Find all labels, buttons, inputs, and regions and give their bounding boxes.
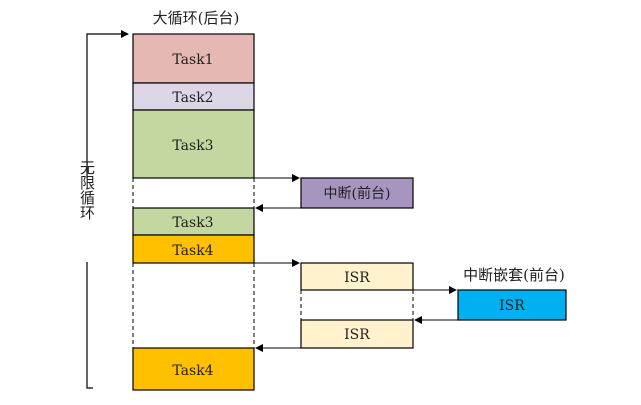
- task4-resume-block: [132, 347, 255, 391]
- task3-label: Task3: [172, 138, 213, 154]
- task3-resume-label: Task3: [172, 215, 213, 231]
- task4-label: Task4: [172, 243, 213, 259]
- task3-resume-block: [132, 207, 255, 236]
- infinite-loop-label: 无限循环: [78, 160, 96, 220]
- flow-arrows: [254, 174, 458, 352]
- nested-interrupt-label: 中断嵌套(前台): [463, 266, 565, 284]
- interrupt-block: [300, 177, 414, 209]
- task1-label: Task1: [172, 52, 213, 68]
- isr-label-1: ISR: [344, 270, 370, 286]
- task3-block: [132, 109, 255, 179]
- task1-block: [132, 33, 255, 84]
- task4-block: [132, 234, 255, 264]
- nested-isr-block: [457, 289, 567, 321]
- main-loop-title: 大循环(后台): [153, 9, 240, 27]
- task2-label: Task2: [172, 90, 213, 106]
- isr-block-1: [300, 262, 414, 291]
- task4-resume-label: Task4: [172, 363, 213, 379]
- isr-block-2: [300, 319, 414, 349]
- nested-isr-label: ISR: [499, 298, 525, 314]
- loop-bracket: [86, 30, 129, 389]
- interrupt-label: 中断(前台): [324, 185, 391, 202]
- isr-label-2: ISR: [344, 327, 370, 343]
- dashed-gaps: [132, 178, 414, 348]
- task2-block: [132, 82, 255, 111]
